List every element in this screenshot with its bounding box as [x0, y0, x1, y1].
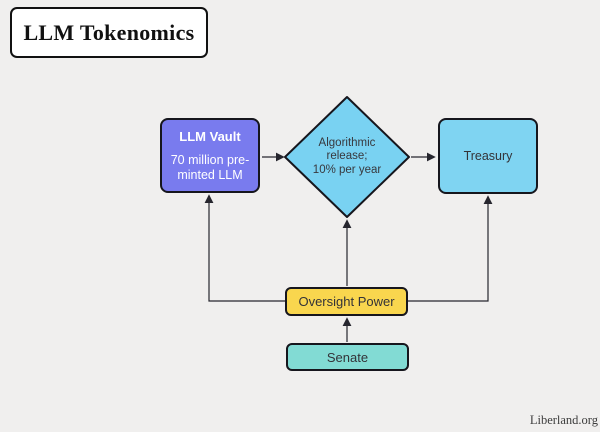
- node-oversight-power: Oversight Power: [285, 287, 408, 316]
- algorithmic-release-label: Algorithmic release; 10% per year: [312, 136, 382, 176]
- credit-text: Liberland.org: [529, 413, 598, 427]
- edge-oversight-to-vault: [204, 194, 285, 302]
- node-treasury: Treasury: [438, 118, 538, 194]
- llm-vault-title: LLM Vault: [179, 129, 241, 144]
- node-senate: Senate: [286, 343, 409, 371]
- node-llm-vault: LLM Vault 70 million pre- minted LLM: [160, 118, 260, 193]
- algorithmic-release-diamond: [284, 96, 410, 218]
- treasury-label: Treasury: [463, 149, 513, 163]
- senate-label: Senate: [326, 349, 369, 365]
- oversight-power-label: Oversight Power: [298, 294, 395, 309]
- diagram-title: LLM Tokenomics: [23, 19, 195, 45]
- llm-vault-body: 70 million pre- minted LLM: [170, 153, 250, 182]
- diagram-title-box: LLM Tokenomics: [10, 7, 208, 58]
- edge-oversight-to-treasury: [408, 195, 493, 302]
